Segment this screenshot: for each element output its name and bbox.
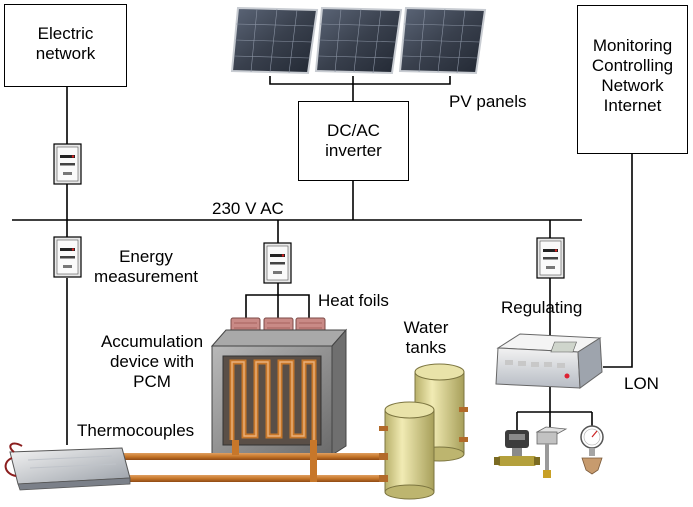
monitoring-box: Monitoring Controlling Network Internet	[577, 5, 688, 154]
pv-panels	[230, 6, 487, 75]
pv-panels-label: PV panels	[449, 92, 527, 111]
regulating-label: Regulating	[501, 298, 583, 317]
accumulation-line: PCM	[133, 372, 171, 391]
bus-voltage-label: 230 V AC	[212, 199, 284, 218]
accumulation-line: device with	[109, 352, 195, 371]
inverter-label: inverter	[325, 141, 382, 160]
accumulation-label: Accumulation device with PCM	[92, 332, 212, 392]
electric-network-label: network	[35, 44, 96, 63]
heat-foils-meter	[263, 242, 292, 284]
monitoring-label: Controlling	[591, 56, 674, 75]
controller-unit-icon	[495, 333, 603, 389]
electricity-meter-icon	[263, 242, 292, 284]
pressure-gauge-icon	[580, 425, 604, 475]
energy-measurement-line: Energy	[119, 247, 173, 266]
thermocouples-label: Thermocouples	[77, 421, 195, 440]
electricity-meter-icon	[536, 237, 565, 279]
electricity-meter-icon	[53, 143, 82, 185]
water-tanks-label: Water tanks	[394, 318, 458, 358]
electric-network-label: Electric	[37, 24, 94, 43]
solar-panel-icon	[230, 6, 319, 75]
actuator-icon	[535, 426, 568, 478]
regulating-meter	[536, 237, 565, 279]
heat-foils-label: Heat foils	[318, 291, 389, 310]
energy-measurement-line: measurement	[94, 267, 198, 286]
lon-wire	[603, 154, 633, 368]
electric-network-box: Electric network	[4, 4, 127, 87]
monitoring-label: Network	[601, 76, 664, 95]
inverter-label: DC/AC	[327, 121, 380, 140]
energy-measurement-label: Energy measurement	[86, 247, 206, 287]
wire-heat-meter-to-foils	[245, 283, 279, 318]
water-tanks-line: Water	[403, 318, 449, 337]
heat-foil	[230, 317, 261, 334]
electricity-meter-icon	[53, 236, 82, 278]
accumulation-device	[210, 328, 348, 456]
water-tanks-line: tanks	[405, 338, 447, 357]
heat-foil	[263, 317, 294, 334]
wires	[12, 76, 633, 445]
accumulation-line: Accumulation	[100, 332, 204, 351]
water-tank-icon	[379, 401, 435, 500]
water-tanks	[379, 363, 468, 500]
monitoring-label: Monitoring	[592, 36, 673, 55]
solar-panel-icon	[314, 6, 403, 75]
grid-meter	[53, 143, 82, 185]
wire-foil-3	[278, 294, 310, 318]
solar-panel-icon	[398, 6, 487, 75]
lon-label: LON	[624, 374, 659, 393]
valve-icon	[494, 430, 540, 466]
heating-element-icon	[4, 442, 131, 491]
heat-foils	[230, 317, 326, 334]
wire-panels-bus	[269, 76, 451, 85]
energy-measurement-meter	[53, 236, 82, 278]
monitoring-label: Internet	[603, 96, 662, 115]
inverter-box: DC/AC inverter	[298, 101, 409, 181]
